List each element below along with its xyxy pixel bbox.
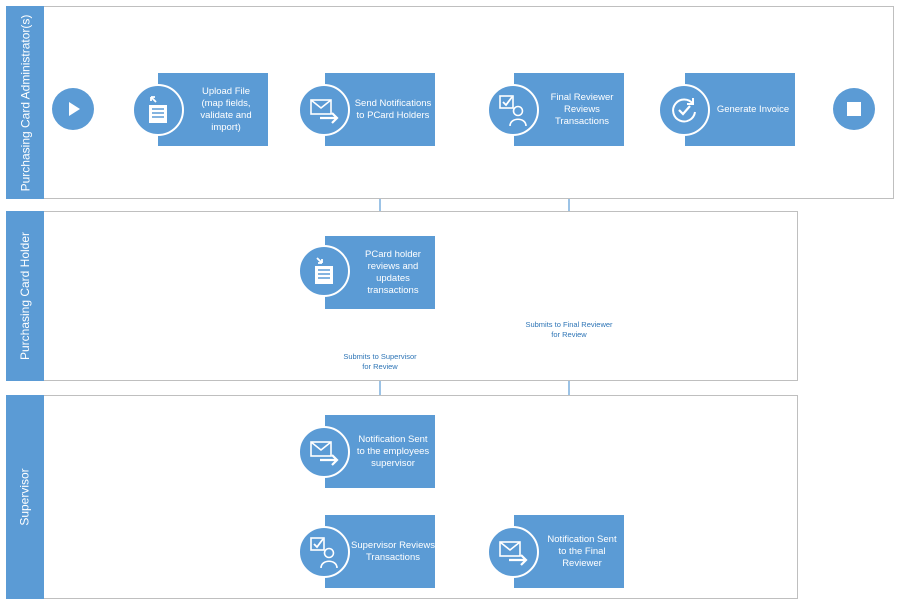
mail-forward-icon (298, 426, 350, 478)
play-icon (69, 102, 80, 116)
end-event[interactable] (833, 88, 875, 130)
lane-label-supervisor: Supervisor (6, 395, 44, 599)
reviewer-user-icon (298, 526, 350, 578)
stop-icon (847, 102, 861, 116)
start-event[interactable] (52, 88, 94, 130)
refresh-check-icon (658, 84, 710, 136)
task-generate-invoice-label: Generate Invoice (716, 103, 790, 115)
task-send-notifications-label: Send Notifications to PCard Holders (354, 97, 432, 121)
task-upload-file-label: Upload File (map fields, validate and im… (200, 85, 252, 133)
flow-label-submits-final: Submits to Final Reviewer for Review (520, 320, 618, 340)
task-holder-reviews[interactable]: PCard holder reviews and updates transac… (325, 236, 435, 309)
task-holder-reviews-label: PCard holder reviews and updates transac… (365, 248, 421, 296)
document-upload-icon (132, 84, 184, 136)
mail-forward-icon (487, 526, 539, 578)
task-final-reviewer-label: Final Reviewer Reviews Transactions (550, 91, 614, 127)
mail-forward-icon (298, 84, 350, 136)
lane-admin-title: Purchasing Card Administrator(s) (18, 14, 33, 191)
document-download-icon (298, 245, 350, 297)
reviewer-user-icon (487, 84, 539, 136)
task-supervisor-reviews-label: Supervisor Reviews Transactions (351, 539, 435, 563)
lane-holder-title: Purchasing Card Holder (18, 231, 32, 361)
task-send-notifications[interactable]: Send Notifications to PCard Holders (325, 73, 435, 146)
task-notification-final-label: Notification Sent to the Final Reviewer (547, 533, 617, 569)
task-upload-file[interactable]: Upload File (map fields, validate and im… (158, 73, 268, 146)
task-notification-supervisor-label: Notification Sent to the employees super… (356, 433, 430, 469)
lane-supervisor-title: Supervisor (18, 468, 33, 526)
lane-label-holder: Purchasing Card Holder (6, 211, 44, 381)
flow-label-submits-supervisor: Submits to Supervisor for Review (333, 352, 427, 372)
lane-label-admin: Purchasing Card Administrator(s) (6, 6, 44, 199)
